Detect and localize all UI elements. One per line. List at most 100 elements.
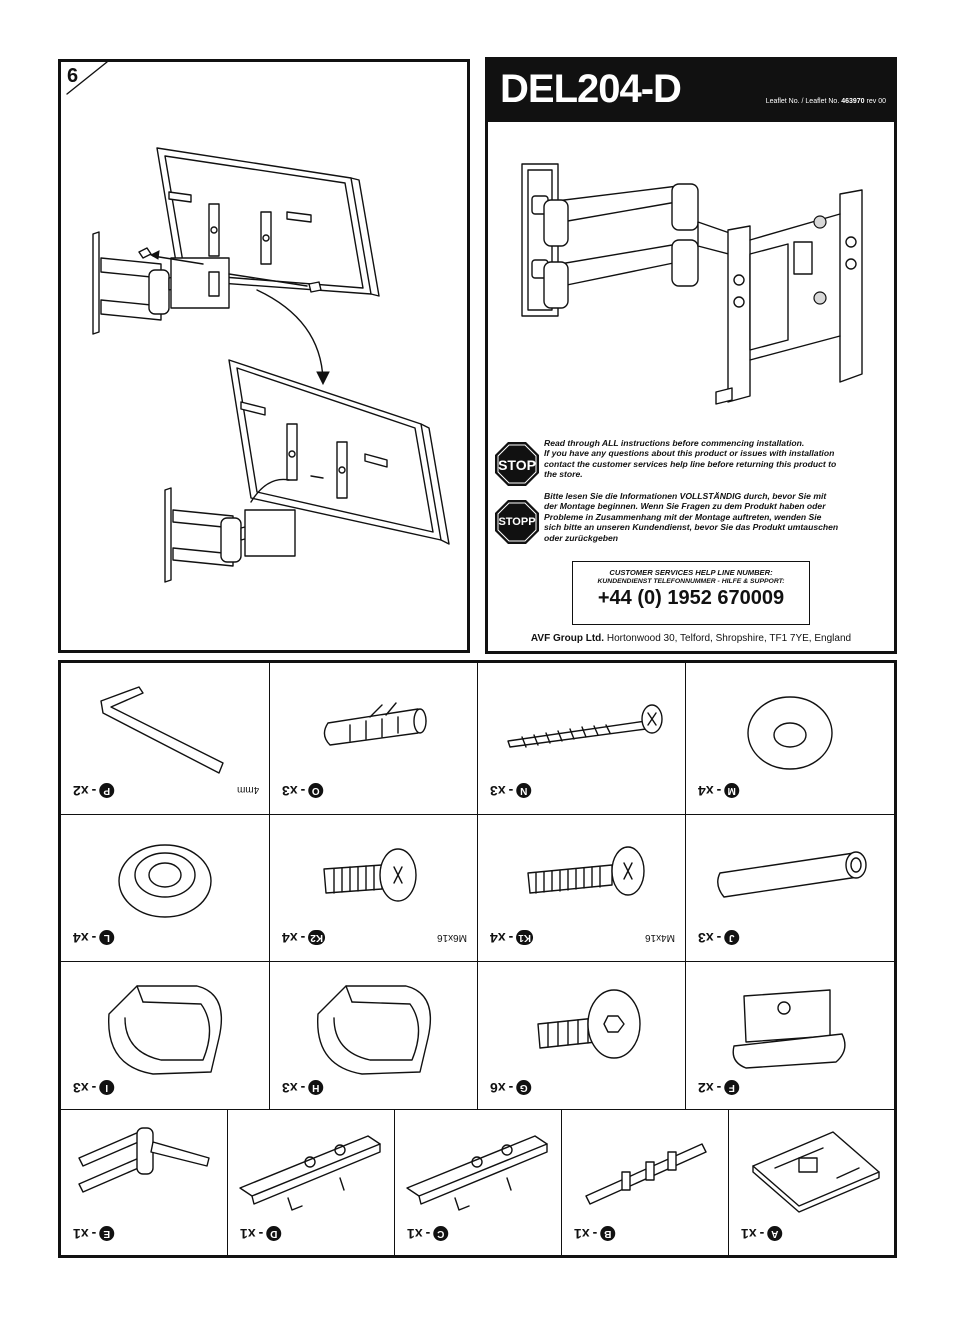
part-label-p: P-x2: [73, 783, 115, 799]
part-letter-badge: K2: [308, 930, 326, 946]
part-letter-badge: A: [767, 1226, 783, 1242]
part-letter-badge: H: [308, 1080, 324, 1096]
part-qty: x1: [73, 1226, 89, 1242]
part-label-g: G-x6: [490, 1080, 532, 1096]
warning-de-line: Bitte lesen Sie die Informationen VOLLST…: [544, 491, 827, 501]
part-cell-e: E-x1: [61, 1110, 228, 1255]
part-spec-k1: M4x16: [644, 932, 675, 943]
part-letter-badge: L: [99, 930, 115, 946]
part-cell-c: C-x1: [395, 1110, 562, 1255]
part-qty: x4: [698, 783, 714, 799]
warning-en-line: Read through ALL instructions before com…: [544, 438, 805, 448]
warning-german: Bitte lesen Sie die Informationen VOLLST…: [544, 491, 894, 543]
part-cell-i: I-x3: [61, 962, 270, 1110]
part-cell-p: P-x2 4mm: [61, 663, 270, 815]
part-cell-n: N-x3: [478, 663, 686, 815]
part-letter-badge: B: [600, 1226, 616, 1242]
part-label-d: D-x1: [240, 1226, 282, 1242]
wood-screw-icon: [507, 704, 663, 748]
leaflet-number: 463970: [841, 98, 865, 105]
bracket-cap-icon: [732, 989, 846, 1069]
part-qty: x4: [282, 930, 298, 946]
part-letter-badge: K1: [516, 930, 534, 946]
part-letter-badge: D: [266, 1226, 282, 1242]
stopp-sign-text: STOPP: [498, 516, 536, 528]
swing-arm-icon: [78, 1127, 210, 1193]
warning-de-line: der Montage beginnen. Wenn Sie Fragen zu…: [544, 501, 826, 512]
product-illustration: [521, 163, 863, 405]
part-qty: x2: [73, 783, 89, 799]
tv-bracket-d-icon: [239, 1135, 381, 1211]
tv-bracket-c-icon: [406, 1135, 548, 1211]
part-letter-badge: P: [99, 783, 115, 799]
warning-en-line: the store.: [544, 469, 583, 480]
bolt-m6-icon: [323, 848, 417, 902]
part-letter-badge: E: [99, 1226, 115, 1242]
part-qty: x3: [282, 1080, 298, 1096]
part-cell-g: G-x6: [478, 962, 686, 1110]
part-label-c: C-x1: [407, 1226, 449, 1242]
part-cell-l: L-x4: [61, 815, 270, 962]
part-qty: x3: [698, 930, 714, 946]
company-street: Hortonwood 30, Telford, Shropshire, TF1 …: [606, 633, 852, 644]
part-label-o: O-x3: [282, 783, 324, 799]
part-cell-a: A-x1: [729, 1110, 894, 1255]
helpline-label-de: KUNDENDIENST TELEFONNUMMER - HILFE & SUP…: [597, 578, 785, 585]
step-number: 6: [67, 65, 79, 87]
leaflet-info: Leaflet No. / Leaflet No. 463970 rev 00: [766, 98, 886, 105]
part-label-h: H-x3: [282, 1080, 324, 1096]
part-label-i: I-x3: [73, 1080, 115, 1096]
helpline-box: CUSTOMER SERVICES HELP LINE NUMBER: KUND…: [572, 561, 810, 625]
warning-de-line: Probleme in Zusammenhang mit der Montage…: [544, 511, 822, 522]
warning-english: Read through ALL instructions before com…: [544, 438, 894, 480]
step-illustration: [92, 147, 450, 583]
part-qty: x1: [407, 1226, 423, 1242]
part-qty: x3: [282, 783, 298, 799]
part-letter-badge: N: [516, 783, 532, 799]
part-label-l: L-x4: [73, 930, 115, 946]
part-label-k2: K2-x4: [282, 930, 326, 946]
washer-icon: [747, 696, 833, 770]
part-qty: x1: [741, 1226, 757, 1242]
part-cell-k2: K2-x4 M6x16: [270, 815, 478, 962]
part-letter-badge: F: [724, 1080, 740, 1096]
part-cell-b: B-x1: [562, 1110, 729, 1255]
part-letter-badge: J: [724, 930, 740, 946]
cable-clip-large-icon: [317, 985, 432, 1075]
cable-clip-icon: [108, 985, 223, 1075]
part-cell-o: O-x3: [270, 663, 478, 815]
part-cell-k1: K1-x4 M4x16: [478, 815, 686, 962]
part-label-m: M-x4: [698, 783, 740, 799]
warning-de-line: oder zurückgeben: [544, 532, 619, 543]
part-cell-d: D-x1: [228, 1110, 395, 1255]
hex-bolt-icon: [537, 989, 641, 1059]
spacer-tube-icon: [717, 851, 867, 898]
helpline-label-en: CUSTOMER SERVICES HELP LINE NUMBER:: [609, 568, 773, 577]
part-cell-f: F-x2: [686, 962, 894, 1110]
stop-sign-icon: [495, 442, 539, 486]
part-letter-badge: G: [516, 1080, 532, 1096]
step-corner: [66, 61, 108, 95]
step-panel: 6: [58, 59, 470, 653]
part-qty: x1: [240, 1226, 256, 1242]
part-letter-badge: C: [433, 1226, 449, 1242]
leaflet-label: Leaflet No. / Leaflet No.: [765, 98, 840, 105]
stop-sign-text: STOP: [498, 457, 536, 473]
part-label-b: B-x1: [574, 1226, 616, 1242]
leaflet-revision: rev 00: [866, 98, 886, 105]
part-letter-badge: O: [308, 783, 324, 799]
warning-en-line: contact the customer services help line …: [544, 458, 837, 469]
part-qty: x1: [574, 1226, 590, 1242]
helpline-phone: +44 (0) 1952 670009: [597, 587, 785, 609]
title-band: DEL204-D Leaflet No. / Leaflet No. 46397…: [488, 60, 894, 122]
part-qty: x4: [73, 930, 89, 946]
part-letter-badge: I: [99, 1080, 115, 1096]
company-address: AVF Group Ltd. Hortonwood 30, Telford, S…: [488, 633, 894, 644]
wall-plate-icon: [752, 1131, 880, 1213]
part-label-j: J-x3: [698, 930, 740, 946]
allen-key-icon: [100, 686, 224, 774]
part-qty: x3: [73, 1080, 89, 1096]
company-name: AVF Group Ltd.: [530, 633, 605, 644]
parts-grid: P-x2 4mm O-x3 N-x3 M-x4: [58, 660, 897, 1258]
product-info-panel: DEL204-D Leaflet No. / Leaflet No. 46397…: [485, 57, 897, 654]
